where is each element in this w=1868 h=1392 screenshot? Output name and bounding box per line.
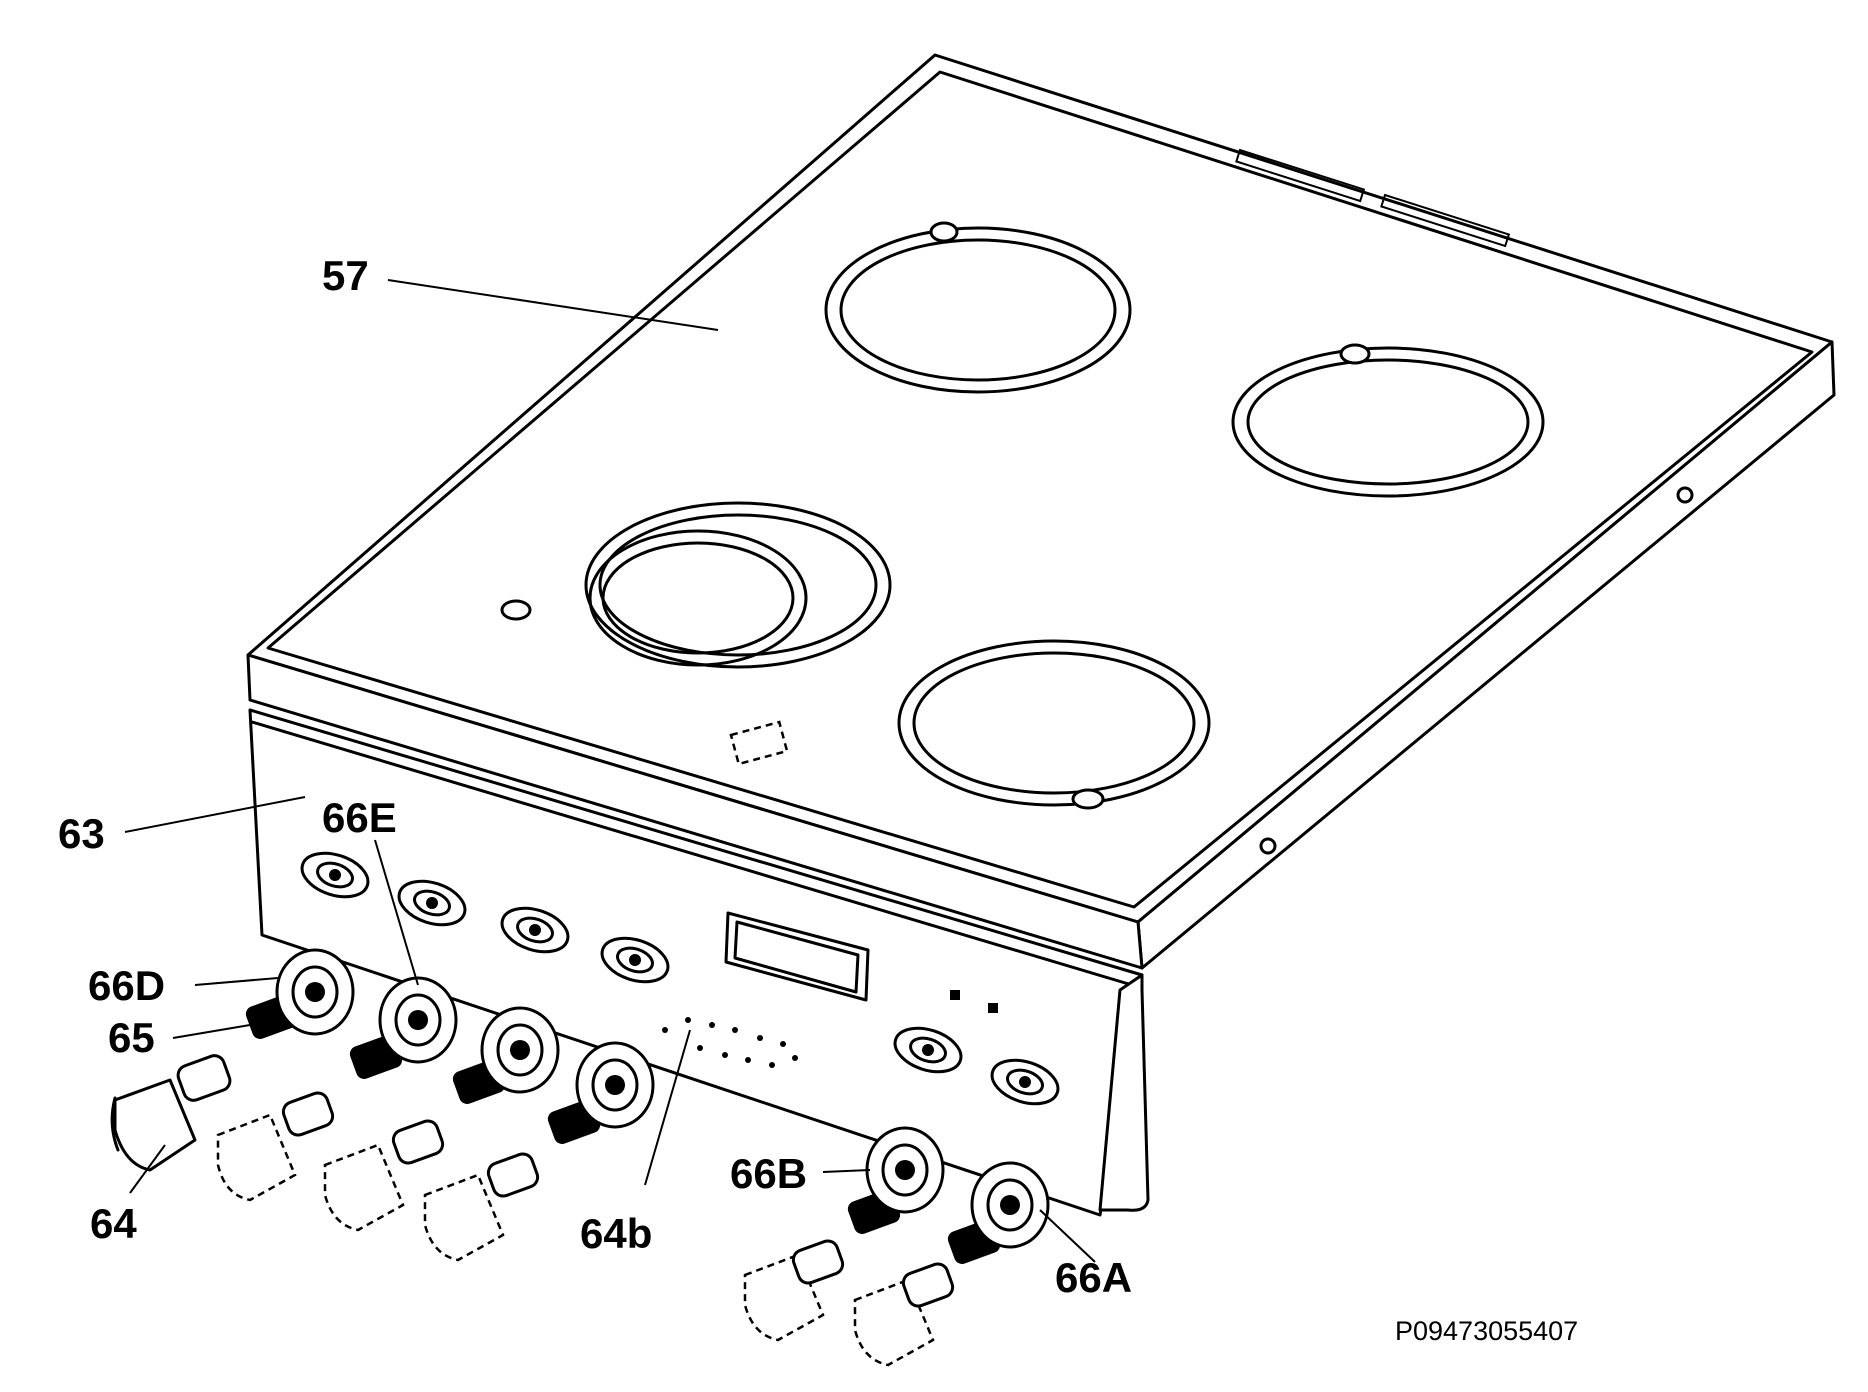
leader-65 (172, 1024, 251, 1039)
callout-66E: 66E (322, 794, 397, 841)
leader-66E (374, 839, 419, 986)
spindle-66B (847, 1126, 945, 1234)
leader-66B (822, 1169, 871, 1173)
leader-lines (124, 279, 1096, 1263)
knob-3 (323, 1119, 445, 1232)
control-panel-fascia (248, 708, 1150, 1217)
leader-63 (124, 796, 306, 833)
spindle-3 (452, 1006, 560, 1104)
panel-sockets (300, 851, 1060, 1106)
knob-5 (743, 1239, 845, 1342)
cooking-zone-rear-right (1231, 343, 1545, 498)
spindle-66E (349, 976, 458, 1079)
control-knobs (110, 1054, 955, 1367)
spindle-66A (947, 1161, 1050, 1264)
callout-66B: 66B (730, 1150, 807, 1197)
spindle-4 (547, 1041, 655, 1144)
callout-labels: 57 63 66E 66D 65 64 64b 66B 66A P0947305… (58, 252, 1578, 1346)
knob-2 (216, 1091, 335, 1202)
callout-64: 64 (90, 1200, 137, 1247)
leader-66D (194, 977, 279, 986)
knob-4 (423, 1152, 540, 1262)
callout-66A: 66A (1055, 1254, 1132, 1301)
callout-65: 65 (108, 1014, 155, 1061)
cooking-zone-rear-left (824, 221, 1132, 394)
leader-57 (387, 279, 719, 331)
cooking-zone-front-right (897, 639, 1211, 810)
cooktop-glass (246, 53, 1836, 970)
spindle-66D (245, 948, 355, 1039)
leader-66A (1039, 1209, 1096, 1263)
callout-57: 57 (322, 252, 369, 299)
leader-64b (644, 1029, 691, 1186)
knob-64 (110, 1054, 232, 1172)
leader-64 (129, 1144, 166, 1194)
reference-code: P09473055407 (1395, 1316, 1578, 1346)
center-logo-mark (729, 720, 789, 766)
callout-63: 63 (58, 810, 105, 857)
callout-64b: 64b (580, 1210, 652, 1257)
knob-6 (853, 1262, 955, 1367)
callout-66D: 66D (88, 962, 165, 1009)
cooking-zone-front-left-dual (500, 501, 892, 669)
